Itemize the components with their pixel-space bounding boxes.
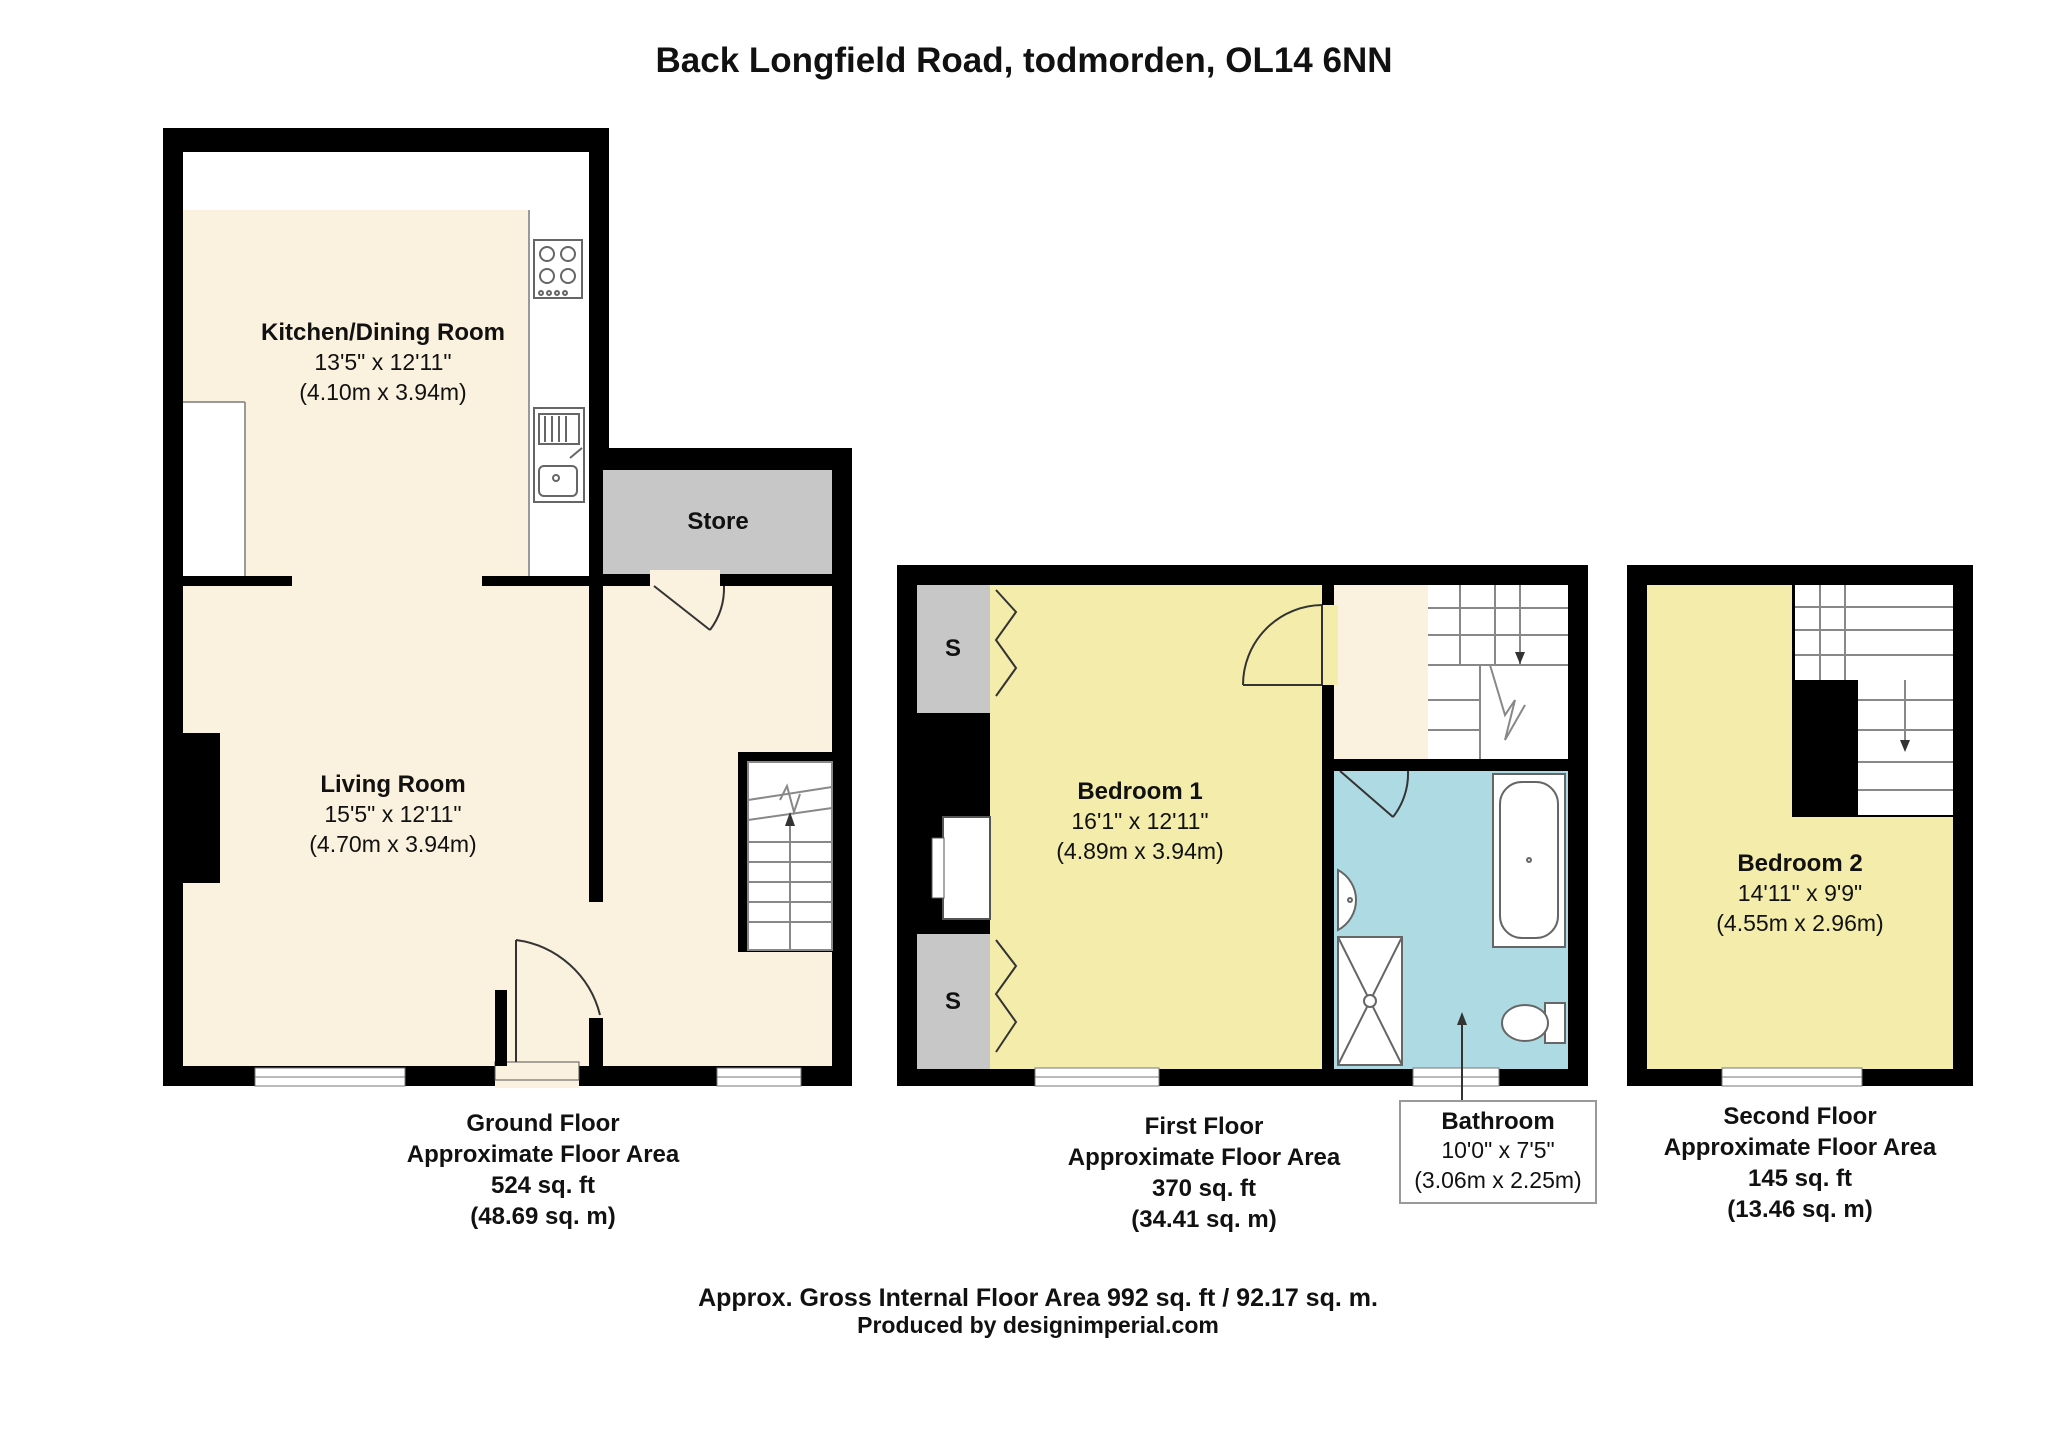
bedroom1-label: Bedroom 1 <box>1077 778 1202 805</box>
storage-cupboard-bottom <box>917 934 990 1069</box>
store-floor <box>603 470 832 574</box>
ground-floor-caption-3: 524 sq. ft <box>491 1172 595 1199</box>
stair-arrow-icon <box>785 812 795 826</box>
storage-cupboard-top <box>917 585 990 713</box>
bedroom1-fireplace <box>942 816 991 920</box>
fireplace-chimney <box>183 733 220 883</box>
shower-tray-icon <box>1337 936 1403 1066</box>
bathroom-landing-wall <box>1418 759 1568 771</box>
second-floor-caption-4: (13.46 sq. m) <box>1727 1196 1872 1223</box>
wardrobe-doors-icon <box>994 589 1018 1053</box>
ground-floor-caption-2: Approximate Floor Area <box>407 1141 680 1168</box>
ground-floor-plan: Kitchen/Dining Room 13'5" x 12'11" (4.10… <box>163 128 852 1230</box>
store-label: Store <box>687 508 748 535</box>
store-door-gap <box>650 570 720 590</box>
living-room-floor <box>183 586 589 1066</box>
living-room-metric: (4.70m x 3.94m) <box>309 831 476 857</box>
first-floor-stairs-area <box>1428 585 1568 759</box>
entrance-door-jamb <box>495 990 507 1066</box>
first-floor-caption-1: First Floor <box>1145 1113 1264 1140</box>
first-floor-stair-arrow-icon <box>1515 652 1525 664</box>
bathroom-metric: (3.06m x 2.25m) <box>1414 1167 1581 1193</box>
second-floor-stairs-top <box>1795 585 1953 680</box>
bathroom-label: Bathroom <box>1441 1108 1554 1135</box>
kitchen-label: Kitchen/Dining Room <box>261 319 505 346</box>
kitchen-living-opening <box>292 574 482 588</box>
bedroom1-imperial: 16'1" x 12'11" <box>1071 808 1208 834</box>
first-floor-caption-2: Approximate Floor Area <box>1068 1144 1341 1171</box>
second-floor-caption-3: 145 sq. ft <box>1748 1165 1852 1192</box>
bedroom2-imperial: 14'11" x 9'9" <box>1738 880 1862 906</box>
bedroom1-door-icon <box>1242 604 1323 686</box>
sink-icon <box>533 407 585 503</box>
store-door-icon <box>653 585 726 631</box>
living-room-imperial: 15'5" x 12'11" <box>324 801 461 827</box>
bedroom1-metric: (4.89m x 3.94m) <box>1056 838 1223 864</box>
toilet-icon <box>1501 1002 1566 1044</box>
bedroom1-hearth <box>931 837 945 899</box>
bathroom-door-icon <box>1339 770 1410 818</box>
first-floor-caption-4: (34.41 sq. m) <box>1131 1206 1276 1233</box>
gross-floor-area: Approx. Gross Internal Floor Area 992 sq… <box>698 1284 1378 1312</box>
producer-credit: Produced by designimperial.com <box>857 1312 1219 1338</box>
page-title: Back Longfield Road, todmorden, OL14 6NN <box>655 41 1392 80</box>
second-floor-caption-1: Second Floor <box>1723 1103 1876 1130</box>
ground-floor-caption-4: (48.69 sq. m) <box>470 1203 615 1230</box>
storage-label-bottom: S <box>945 988 961 1015</box>
kitchen-counter <box>183 402 245 576</box>
ground-floor-caption-1: Ground Floor <box>466 1110 619 1137</box>
front-door-icon <box>515 939 601 1062</box>
second-floor-stair-arrow-icon <box>1900 740 1910 752</box>
living-room-label: Living Room <box>320 771 465 798</box>
storage-label-top: S <box>945 635 961 662</box>
first-floor-plan: S S Bedroom 1 16'1" x 12'11" (4.89m x 3.… <box>897 565 1597 1233</box>
kitchen-metric: (4.10m x 3.94m) <box>299 379 466 405</box>
kitchen-imperial: 13'5" x 12'11" <box>314 349 451 375</box>
hob-icon <box>533 239 583 299</box>
second-floor-plan: Bedroom 2 14'11" x 9'9" (4.55m x 2.96m) … <box>1627 565 1973 1223</box>
second-floor-caption-2: Approximate Floor Area <box>1664 1134 1937 1161</box>
second-floor-staircase <box>1795 585 1953 791</box>
entrance-step <box>494 1061 580 1081</box>
first-floor-staircase <box>1428 585 1568 759</box>
kitchen-worktop <box>529 210 589 576</box>
bedroom2-label: Bedroom 2 <box>1737 850 1862 877</box>
bedroom1-floor <box>990 585 1322 1069</box>
bathroom-imperial: 10'0" x 7'5" <box>1441 1137 1554 1163</box>
first-floor-caption-3: 370 sq. ft <box>1152 1175 1256 1202</box>
bathroom-callout-box <box>1399 1100 1597 1204</box>
bathtub-icon <box>1492 773 1566 948</box>
bedroom2-metric: (4.55m x 2.96m) <box>1716 910 1883 936</box>
bathroom-callout-arrow-icon <box>1457 1012 1467 1025</box>
basin-icon <box>1337 868 1357 932</box>
first-floor-landing <box>1334 585 1428 759</box>
living-hall-opening <box>587 902 605 1018</box>
ground-floor-staircase <box>747 761 833 951</box>
